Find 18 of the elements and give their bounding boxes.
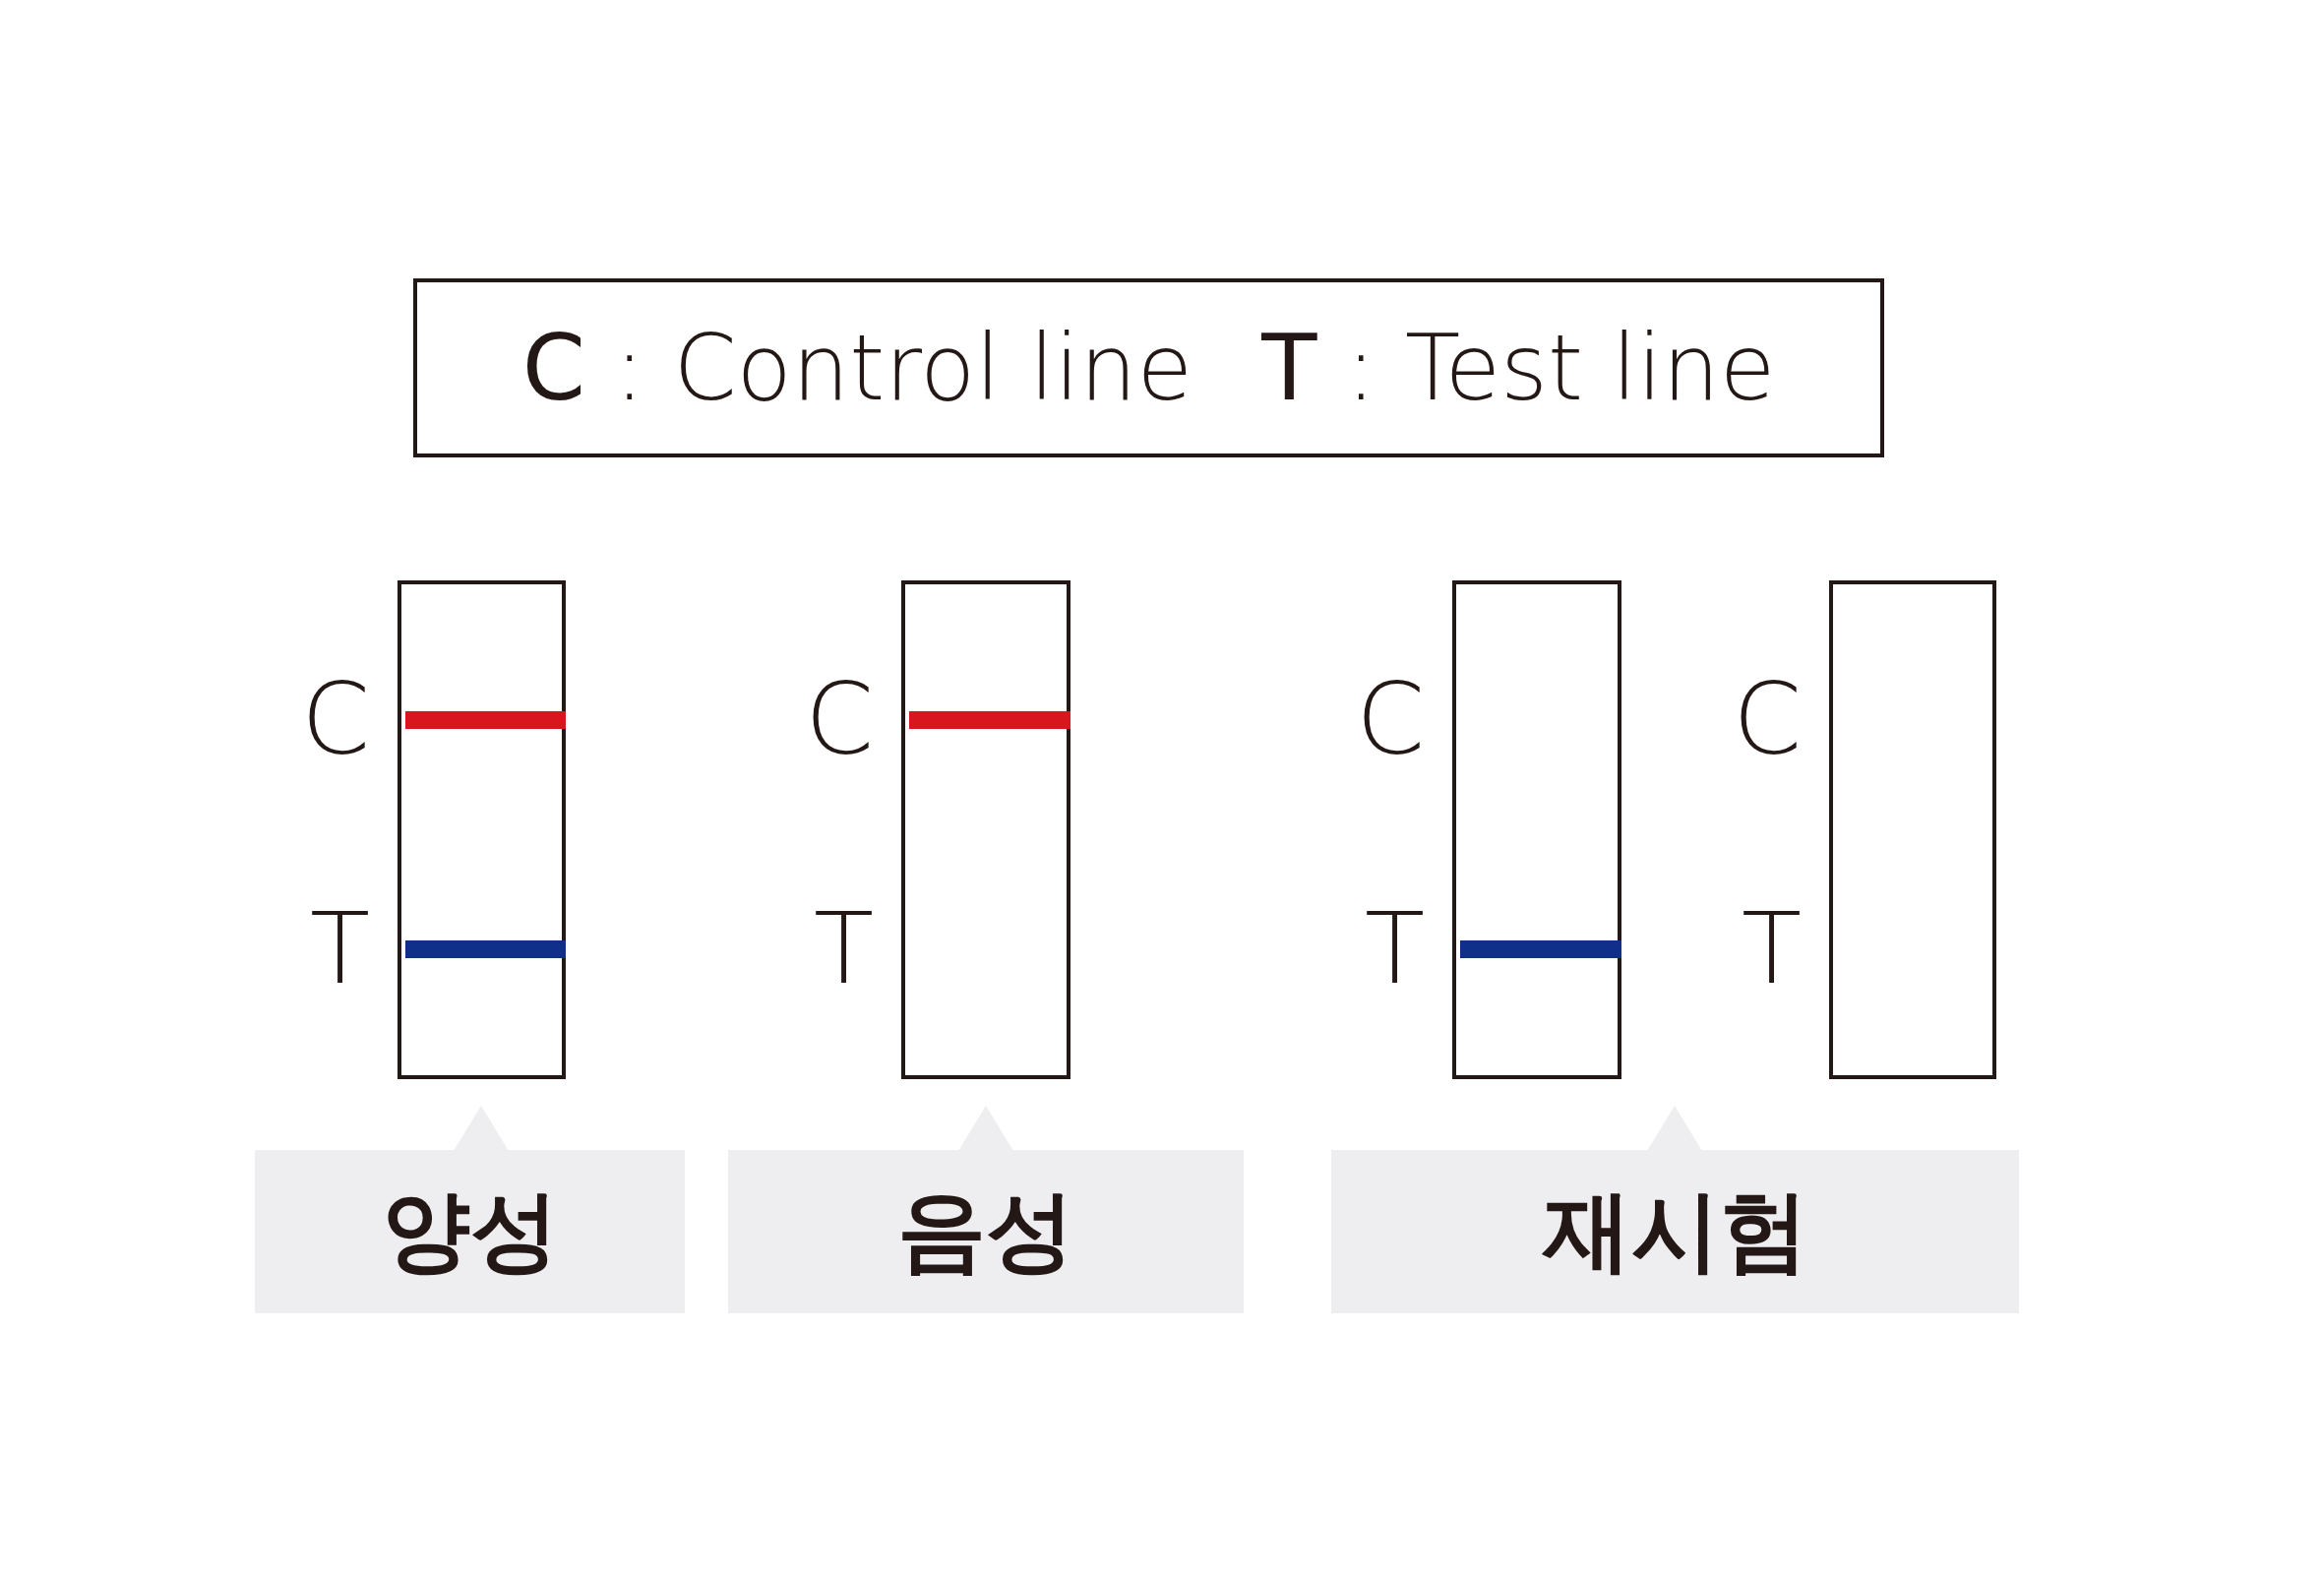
legend-box	[413, 278, 1884, 457]
line-marker-letter: C	[1356, 671, 1425, 769]
test-line-band	[1460, 940, 1621, 958]
test-line-band	[405, 940, 566, 958]
line-marker-letter: C	[1733, 671, 1802, 769]
line-marker-letter: C	[805, 671, 874, 769]
legend-text: C : Control line	[521, 315, 1193, 421]
result-label: 재시험	[1542, 1178, 1808, 1284]
result-label: 음성	[897, 1178, 1074, 1284]
line-marker-letter: T	[1364, 900, 1425, 998]
line-marker-letter: T	[309, 900, 370, 998]
line-marker-letter: C	[301, 671, 370, 769]
result-label: 양성	[381, 1178, 559, 1284]
legend-text: T : Test line	[1261, 315, 1776, 421]
control-line-band	[405, 711, 566, 729]
line-marker-letter: T	[813, 900, 874, 998]
line-marker-letter: T	[1741, 900, 1802, 998]
control-line-band	[909, 711, 1070, 729]
